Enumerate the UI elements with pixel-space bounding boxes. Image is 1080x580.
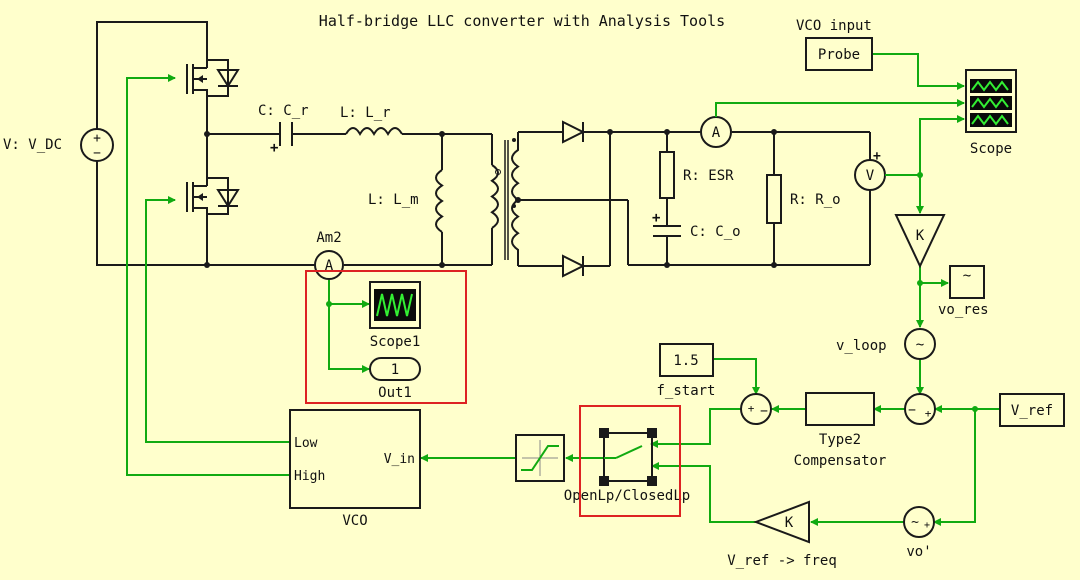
v-loop-block[interactable]: ~	[904, 328, 936, 360]
rectifier-diode-bottom[interactable]	[562, 254, 586, 278]
type2-label-line1: Type2	[819, 432, 861, 448]
svg-text:+: +	[873, 149, 881, 164]
f-start-label: f_start	[656, 383, 715, 399]
limiter-block[interactable]	[515, 434, 565, 482]
svg-text:+: +	[924, 520, 930, 531]
resonant-capacitor[interactable]: +	[270, 122, 293, 156]
vo-prime-label: vo'	[906, 544, 931, 560]
highlight-box-analysis	[305, 270, 467, 404]
rectifier-diode-top[interactable]	[562, 120, 586, 144]
highlight-box-switch	[579, 405, 681, 517]
svg-text:K: K	[916, 228, 925, 244]
output-capacitor[interactable]: +	[652, 210, 681, 237]
svg-text:~: ~	[963, 268, 971, 284]
svg-text:A: A	[712, 125, 721, 141]
v-loop-label: v_loop	[836, 338, 887, 354]
svg-text:+: +	[93, 131, 101, 146]
sum-junction-right[interactable]: − +	[904, 393, 936, 425]
scope1-label: Scope1	[370, 334, 421, 350]
probe-block[interactable]	[805, 37, 873, 71]
signal-wiring	[126, 53, 1000, 526]
svg-text:−: −	[760, 404, 768, 419]
esr-resistor[interactable]	[659, 151, 675, 199]
sum-junction-left[interactable]: + −	[740, 393, 772, 425]
output-ammeter[interactable]: A	[700, 116, 732, 148]
magnetizing-inductor[interactable]	[435, 169, 444, 233]
vco-label: VCO	[342, 513, 367, 529]
am2-label: Am2	[316, 230, 341, 246]
vco-high-port: High	[294, 469, 325, 484]
vco-input-label: VCO input	[796, 18, 872, 34]
f-start-value: 1.5	[673, 353, 698, 369]
am2-ammeter[interactable]: A	[314, 250, 344, 280]
lr-label: L: L_r	[340, 105, 391, 121]
vref-freq-label: V_ref -> freq	[727, 553, 837, 569]
transformer[interactable]	[490, 132, 520, 266]
gain-k-block[interactable]: K	[894, 214, 946, 269]
type2-label-line2: Compensator	[794, 453, 887, 469]
vo-prime-block[interactable]: ~ +	[903, 506, 935, 538]
openloop-closedloop-switch[interactable]	[599, 428, 657, 486]
svg-text:−: −	[908, 403, 916, 418]
svg-text:−: −	[93, 146, 101, 161]
svg-text:+: +	[270, 140, 278, 156]
power-wiring	[96, 21, 871, 268]
dc-source[interactable]: + −	[80, 128, 114, 162]
svg-text:V: V	[866, 168, 875, 184]
svg-text:A: A	[325, 258, 334, 274]
diagram-title: Half-bridge LLC converter with Analysis …	[319, 12, 725, 30]
vco-block[interactable]	[289, 409, 421, 509]
gain-vref-freq-block[interactable]: K	[753, 500, 810, 544]
lm-label: L: L_m	[368, 192, 419, 208]
svg-text:~: ~	[916, 337, 924, 353]
scope1-block[interactable]	[369, 281, 421, 329]
type2-compensator-block[interactable]	[805, 392, 875, 426]
openlp-label: OpenLp/ClosedLp	[564, 488, 690, 504]
load-resistor[interactable]	[766, 174, 782, 224]
vo-res-block[interactable]: ~	[949, 265, 985, 299]
vco-vin-port: V_in	[384, 452, 415, 467]
vdc-label: V: V_DC	[3, 137, 62, 153]
ro-label: R: R_o	[790, 192, 841, 208]
svg-text:K: K	[785, 515, 794, 531]
f-start-block[interactable]	[659, 343, 714, 377]
resonant-inductor[interactable]	[345, 127, 403, 136]
out1-label: Out1	[378, 385, 412, 401]
upper-mosfet[interactable]	[186, 59, 240, 97]
co-label: C: C_o	[690, 224, 741, 240]
probe-label: Probe	[818, 47, 860, 63]
lower-mosfet[interactable]	[186, 177, 240, 215]
out1-port[interactable]	[369, 357, 421, 381]
svg-text:+: +	[652, 210, 660, 226]
vo-res-label: vo_res	[938, 302, 989, 318]
esr-label: R: ESR	[683, 168, 734, 184]
scope-label: Scope	[970, 141, 1012, 157]
svg-text:~: ~	[911, 515, 919, 530]
svg-text:+: +	[748, 402, 755, 415]
out1-value: 1	[391, 362, 399, 378]
vref-label: V_ref	[1011, 403, 1053, 419]
vco-low-port: Low	[294, 436, 318, 451]
scope-block[interactable]	[965, 69, 1017, 133]
cr-label: C: C_r	[258, 103, 309, 119]
svg-text:+: +	[925, 407, 932, 420]
vref-block[interactable]	[999, 393, 1065, 427]
